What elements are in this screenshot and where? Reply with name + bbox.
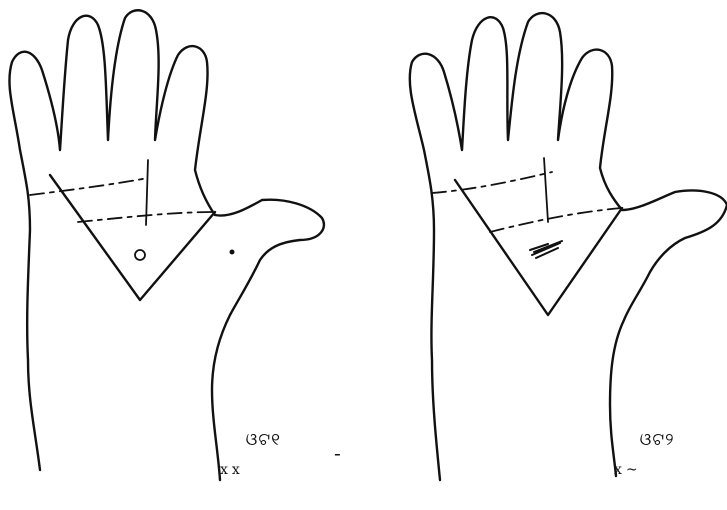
right-hand-drawing (410, 13, 727, 480)
left-caption-line2: xx (220, 463, 281, 478)
left-heart-line (30, 178, 148, 195)
right-hand-caption: ଓଟ୨ x~ (614, 418, 675, 508)
left-circle-mark (135, 250, 145, 260)
left-caption-line1: ଓଟ୧ (246, 430, 281, 450)
left-triangle (50, 175, 215, 300)
separator-dash: - (334, 446, 342, 461)
right-heart-line (432, 172, 552, 193)
right-hatched-mark (530, 241, 562, 258)
left-hand-caption: ଓଟ୧ xx (220, 418, 281, 508)
right-hand-outline (410, 13, 727, 480)
left-dot-mark (230, 250, 235, 255)
right-fate-line (544, 158, 548, 222)
right-caption-line2: x~ (614, 463, 675, 478)
left-hand-outline (9, 10, 323, 480)
right-head-line (490, 208, 622, 232)
right-caption-line1: ଓଟ୨ (640, 430, 675, 450)
hand-drawings-figure: ଓଟ୧ xx - ଓଟ୨ x~ (0, 0, 727, 496)
left-hand-drawing (9, 10, 323, 480)
